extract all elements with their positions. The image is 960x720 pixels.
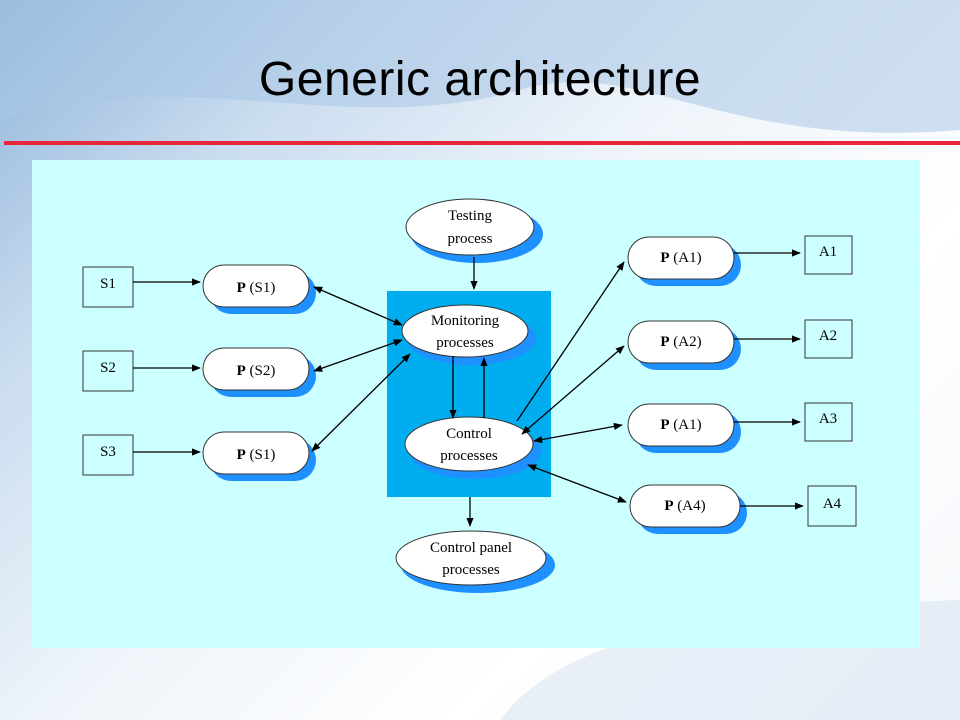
svg-text:P (S2): P (S2) [237, 363, 276, 379]
actuator-a2: A2 [804, 319, 853, 359]
actuator-process-2: P (A2) [627, 320, 741, 370]
actuator-process-4: P (A4) [629, 484, 747, 534]
actuator-process-3-p: P [660, 417, 669, 433]
sensor-process-3: P (S1) [202, 431, 316, 481]
svg-text:P (A4): P (A4) [664, 498, 705, 514]
slide-title: Generic architecture [258, 53, 702, 106]
arrow-control-actuator-process-3 [533, 422, 623, 444]
control-panel-line2: processes [442, 562, 500, 578]
monitoring-line1: Monitoring [431, 313, 500, 329]
control-panel-line1: Control panel [430, 540, 512, 556]
actuator-a2-label: A2 [819, 328, 837, 344]
control-line2: processes [440, 448, 498, 464]
sensor-process-1-p: P [237, 280, 246, 296]
sensor-s1: S1 [82, 266, 134, 308]
actuator-a3-label: A3 [819, 411, 837, 427]
monitoring-processes: Monitoring processes [401, 304, 536, 365]
actuator-process-1: P (A1) [627, 236, 741, 286]
arrow-control-actuator-process-4 [527, 464, 627, 503]
svg-text:P (S1): P (S1) [237, 447, 276, 463]
sensor-process-2: P (S2) [202, 347, 316, 397]
control-panel-processes: Control panel processes [395, 530, 555, 593]
actuator-a1-label: A1 [819, 244, 837, 260]
svg-text:P (A1): P (A1) [660, 417, 701, 433]
sensor-s3: S3 [82, 434, 134, 476]
svg-text:P (A1): P (A1) [660, 250, 701, 266]
arrow-process3-monitoring [311, 353, 411, 452]
testing-process-line1: Testing [448, 208, 492, 224]
control-line1: Control [446, 426, 492, 442]
actuator-process-3: P (A1) [627, 403, 741, 453]
sensor-s2-label: S2 [100, 360, 116, 376]
actuator-process-4-p: P [664, 498, 673, 514]
sensor-s2: S2 [82, 350, 134, 392]
actuator-process-1-label: (A1) [670, 250, 702, 266]
testing-process-line2: process [448, 231, 493, 247]
actuator-process-4-label: (A4) [674, 498, 706, 514]
svg-text:P (A2): P (A2) [660, 334, 701, 350]
actuator-process-2-p: P [660, 334, 669, 350]
sensor-process-2-p: P [237, 363, 246, 379]
title-divider [4, 141, 960, 145]
sensor-process-2-label: (S2) [246, 363, 276, 379]
actuator-process-3-label: (A1) [670, 417, 702, 433]
sensor-s1-label: S1 [100, 276, 116, 292]
sensor-process-1-label: (S1) [246, 280, 276, 296]
diagram-panel: S1 S2 S3 P (S1) P (S2) P (S1) [32, 160, 920, 648]
actuator-a4: A4 [807, 485, 857, 527]
monitoring-line2: processes [436, 335, 494, 351]
actuator-a1: A1 [804, 235, 853, 275]
sensor-process-3-label: (S1) [246, 447, 276, 463]
architecture-diagram: S1 S2 S3 P (S1) P (S2) P (S1) [82, 198, 857, 593]
sensor-process-1: P (S1) [202, 264, 316, 314]
testing-process: Testing process [405, 198, 543, 263]
control-processes: Control processes [404, 416, 541, 479]
actuator-process-1-p: P [660, 250, 669, 266]
actuator-process-2-label: (A2) [670, 334, 702, 350]
sensor-s3-label: S3 [100, 444, 116, 460]
arrow-control-actuator-process-2 [521, 345, 625, 435]
svg-text:P (S1): P (S1) [237, 280, 276, 296]
arrow-process1-monitoring [313, 286, 403, 326]
actuator-a4-label: A4 [823, 496, 842, 512]
actuator-a3: A3 [804, 402, 853, 442]
sensor-process-3-p: P [237, 447, 246, 463]
